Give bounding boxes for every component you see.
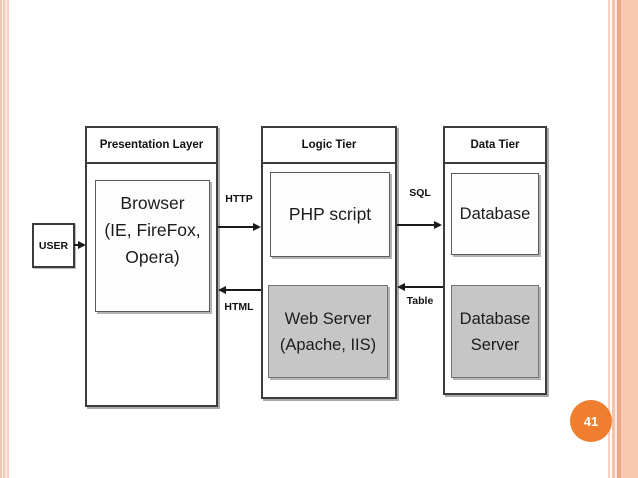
sql-arrow-line [397, 224, 434, 226]
sql-label: SQL [409, 187, 431, 199]
database-server-box: Database Server [451, 285, 539, 378]
user-box: USER [32, 223, 75, 268]
database-box: Database [451, 173, 539, 255]
web-server-box: Web Server (Apache, IIS) [268, 285, 388, 378]
php-script-label: PHP script [288, 204, 372, 224]
table-label: Table [406, 295, 434, 307]
user-arrow-head-icon [78, 241, 86, 249]
table-arrow-line [405, 286, 443, 288]
web-server-line-1: Web Server [284, 309, 372, 328]
browser-box: Browser (IE, FireFox, Opera) [95, 180, 210, 312]
logic-tier-header: Logic Tier [263, 128, 395, 164]
http-arrow-head-icon [253, 223, 261, 231]
presentation-tier-title: Presentation Layer [99, 139, 204, 151]
html-label: HTML [224, 301, 254, 313]
page-number: 41 [583, 413, 599, 429]
sql-arrow-head-icon [434, 221, 442, 229]
php-script-box: PHP script [270, 172, 390, 257]
logic-tier-title: Logic Tier [301, 139, 357, 151]
browser-line-1: Browser [120, 193, 185, 213]
browser-line-3: Opera) [125, 247, 180, 267]
page-number-badge: 41 [570, 400, 612, 442]
left-border-stripes [0, 0, 12, 478]
web-server-line-2: (Apache, IIS) [279, 335, 377, 354]
database-server-line-2: Server [470, 335, 520, 354]
browser-line-2: (IE, FireFox, [104, 220, 201, 240]
database-label: Database [459, 204, 531, 223]
http-label: HTTP [225, 193, 253, 205]
database-server-line-1: Database [459, 309, 531, 328]
right-border-stripes [604, 0, 638, 478]
table-arrow-head-icon [397, 283, 405, 291]
presentation-tier-header: Presentation Layer [87, 128, 216, 164]
data-tier-title: Data Tier [470, 139, 520, 151]
user-arrow-line [74, 244, 79, 246]
html-arrow-line [226, 289, 261, 291]
user-label: USER [38, 239, 69, 252]
data-tier-header: Data Tier [445, 128, 545, 164]
html-arrow-head-icon [218, 286, 226, 294]
http-arrow-line [218, 226, 254, 228]
